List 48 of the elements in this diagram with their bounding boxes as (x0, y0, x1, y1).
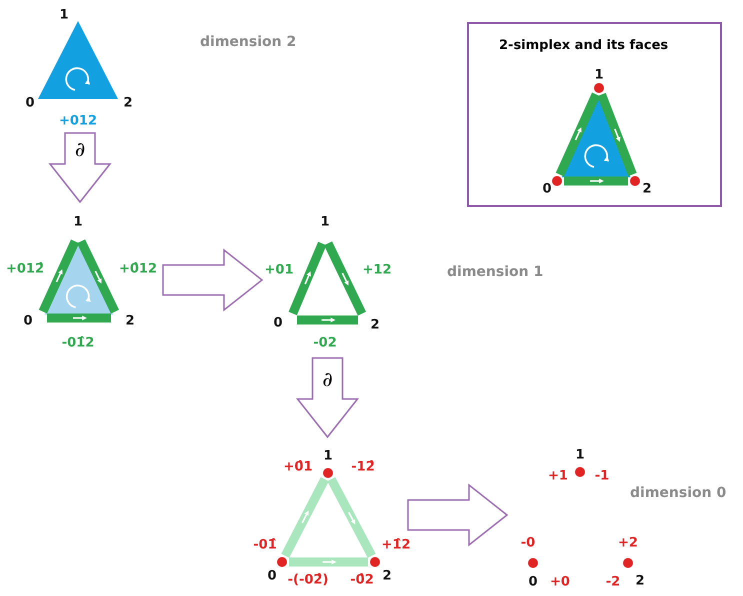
vertex-label: 2 (123, 96, 133, 110)
dimension-label: dimension 0 (630, 484, 726, 503)
panel-title: 2-simplex and its faces (499, 37, 668, 55)
vertex-label: 1 (575, 448, 585, 462)
vertex-label: +12 (362, 264, 392, 276)
vertex-label: -(-02̂) (288, 574, 328, 586)
vertex-label: -0̂2 (350, 574, 374, 586)
vertex-label: -01̂2 (62, 336, 94, 350)
vertex-label: 0 (267, 570, 277, 582)
vertex-label: 0 (528, 576, 538, 588)
vertex-label: 2 (370, 318, 380, 332)
hollow-block-arrow (407, 483, 508, 547)
vertex-label: 0 (542, 182, 552, 196)
vertex-label: 2 (642, 182, 652, 196)
vertex-label: +1̂2 (382, 538, 410, 552)
vertex-label: +1 (548, 470, 568, 482)
vertex-label: 2 (125, 314, 135, 328)
vertex-label: 1 (323, 450, 333, 462)
vertex-label: 1 (320, 216, 330, 228)
vertex-label: 1 (59, 8, 69, 22)
vertex-label: 0 (273, 316, 283, 330)
hollow-block-arrow (162, 248, 264, 312)
hollow-block-arrow (48, 132, 112, 204)
vertex-label: -12̂ (351, 460, 375, 474)
vertex-label: -0 (520, 536, 536, 550)
vertex-label: 2 (635, 574, 645, 588)
vertex-label: +012̂ (6, 262, 44, 276)
dimension-label: dimension 1 (447, 263, 544, 282)
vertex-label: -1 (594, 470, 610, 482)
vertex-label: +0̂12 (118, 262, 158, 276)
boundary-operator-label: ∂ (74, 138, 86, 158)
vertex-label: 1 (73, 216, 83, 228)
boundary-operator-label: ∂ (322, 368, 333, 388)
vertex-label: +0̂1 (284, 460, 312, 474)
vertex-label: 2 (382, 570, 392, 582)
vertex-label: -2 (606, 576, 620, 588)
vertex-label: +2 (618, 536, 638, 550)
vertex-label: -01̂ (253, 538, 277, 552)
vertex-label: 0 (23, 314, 33, 328)
dimension-label: dimension 2 (200, 33, 296, 52)
vertex-label: +01 (264, 264, 294, 276)
vertex-label: 1 (594, 68, 604, 82)
vertex-label: +0 (550, 576, 570, 588)
vertex-label: 0 (25, 96, 35, 110)
hollow-block-arrow (296, 357, 360, 438)
vertex-label: +012 (58, 114, 98, 128)
vertex-label: -02 (313, 336, 337, 350)
inset-panel (467, 22, 722, 207)
